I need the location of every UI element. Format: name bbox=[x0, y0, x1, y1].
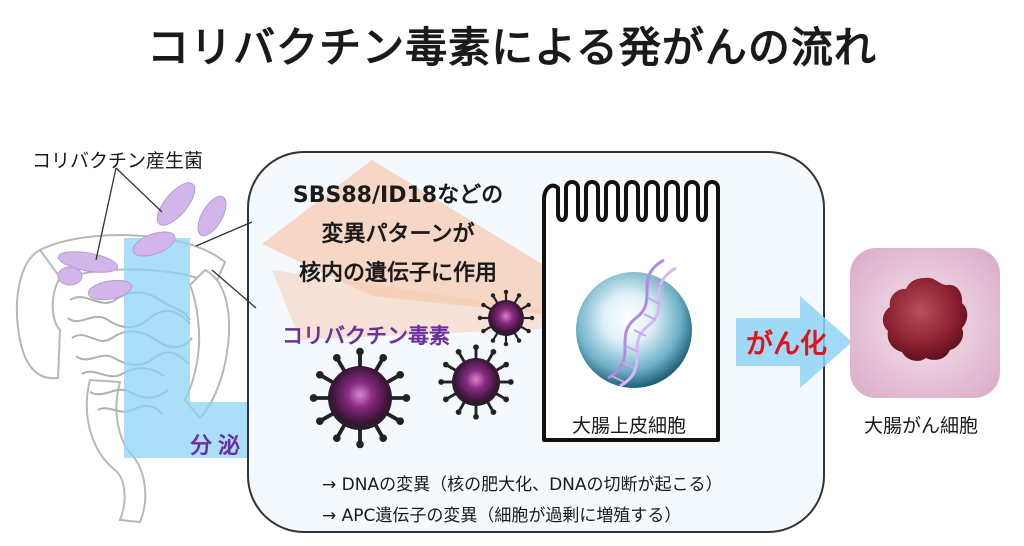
cancer-cell-label: 大腸がん細胞 bbox=[864, 415, 979, 437]
mutation-pattern-text: SBS88/ID18などの 変異パターンが 核内の遺伝子に作用 bbox=[248, 176, 548, 293]
mutation-pattern-line: SBS88/ID18などの bbox=[292, 183, 504, 208]
toxin-particle bbox=[438, 344, 514, 420]
note-item: → DNAの変異（核の肥大化、DNAの切断が起こる） bbox=[322, 475, 723, 495]
toxin-particle bbox=[477, 289, 535, 347]
bacteria-leader-lines bbox=[95, 167, 163, 261]
epithelial-cell-label: 大腸上皮細胞 bbox=[572, 415, 687, 437]
canceration-arrow bbox=[736, 296, 852, 388]
bacteria-group bbox=[57, 182, 227, 301]
toxin-label: コリバクチン毒素 bbox=[282, 324, 450, 348]
toxin-particle bbox=[309, 347, 411, 449]
dna-helix-icon bbox=[607, 258, 677, 388]
note-item: → APC遺伝子の変異（細胞が過剰に増殖する） bbox=[322, 506, 682, 526]
toxin-particles bbox=[309, 289, 535, 449]
zoom-lines bbox=[195, 221, 257, 309]
intestine-illustration bbox=[15, 234, 231, 524]
canceration-label: がん化 bbox=[746, 329, 827, 360]
secrete-label: 分泌 bbox=[190, 434, 247, 459]
page-title: コリバクチン毒素による発がんの流れ bbox=[147, 23, 877, 72]
mutation-pattern-line: 核内の遺伝子に作用 bbox=[298, 261, 497, 286]
mutation-pattern-line: 変異パターンが bbox=[321, 222, 475, 247]
notes-list: → DNAの変異（核の肥大化、DNAの切断が起こる） → APC遺伝子の変異（細… bbox=[322, 470, 723, 532]
bacteria-label: コリバクチン産生菌 bbox=[32, 150, 204, 172]
cancer-cell-nucleus bbox=[882, 277, 968, 361]
